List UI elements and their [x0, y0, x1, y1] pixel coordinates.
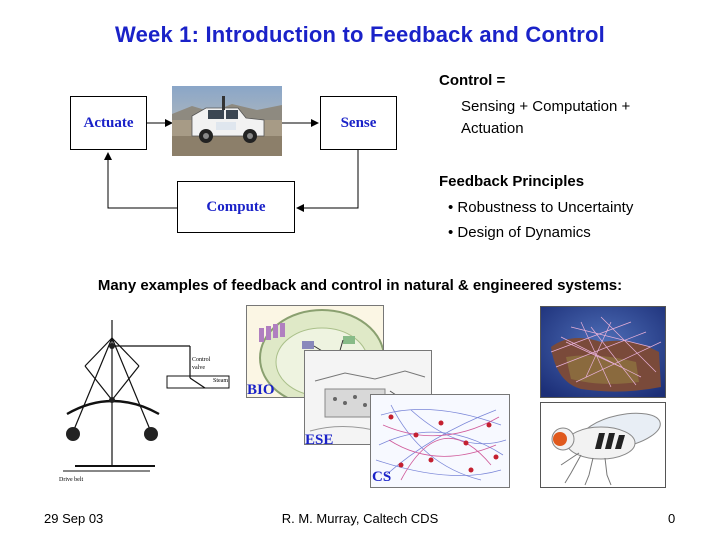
vehicle-photo: [172, 86, 282, 156]
control-line-2: Actuation: [461, 120, 524, 137]
actuate-box: Actuate: [70, 96, 147, 150]
bio-tag: BIO: [247, 382, 275, 398]
feedback-bullet-2-text: Design of Dynamics: [457, 224, 591, 241]
globe-network-graphic: [541, 307, 665, 397]
compute-label: Compute: [206, 198, 266, 215]
ese-tag: ESE: [305, 432, 334, 448]
feedback-bullet-1-text: Robustness to Uncertainty: [457, 199, 634, 216]
arrow-to-compute: [296, 150, 359, 212]
globe-network-image: [540, 306, 666, 398]
governor-illustration: Control valve Steam Drive belt: [59, 320, 230, 483]
sense-label: Sense: [340, 114, 377, 131]
compute-box: Compute: [177, 181, 295, 233]
fruit-fly-graphic: [551, 412, 661, 486]
footer-date: 29 Sep 03: [44, 511, 104, 526]
control-valve-label-1: Control: [192, 357, 211, 363]
control-valve-label-2: valve: [192, 365, 205, 371]
cs-tag: CS: [372, 469, 392, 485]
drive-belt-label: Drive belt: [59, 477, 83, 483]
feedback-bullet-2: • Design of Dynamics: [448, 224, 591, 241]
actuate-label: Actuate: [83, 114, 134, 131]
sense-box: Sense: [320, 96, 397, 150]
cs-panel: [370, 394, 510, 488]
footer-page-number: 0: [668, 511, 676, 526]
slide-title: Week 1: Introduction to Feedback and Con…: [115, 22, 605, 47]
feedback-loop-arrows: [104, 119, 359, 212]
feedback-heading: Feedback Principles: [439, 173, 585, 190]
fruit-fly-image: [540, 402, 666, 488]
footer-author: R. M. Murray, Caltech CDS: [281, 511, 439, 526]
feedback-bullet-1: • Robustness to Uncertainty: [448, 199, 634, 216]
cs-network-illustration: [371, 395, 509, 487]
arrow-to-actuate: [104, 152, 177, 209]
steam-label: Steam: [213, 378, 228, 384]
examples-caption: Many examples of feedback and control in…: [97, 277, 623, 294]
control-heading: Control =: [439, 72, 506, 89]
control-line-1: Sensing + Computation +: [461, 98, 631, 115]
